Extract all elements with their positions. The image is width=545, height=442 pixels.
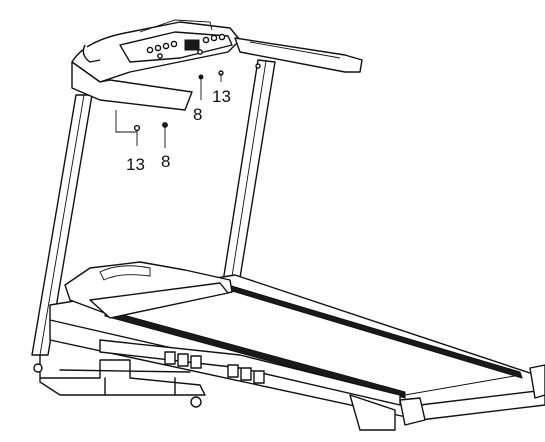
base-frame	[33, 344, 206, 408]
motor-hood	[64, 261, 233, 319]
side-rail-details	[99, 339, 401, 406]
hardware-parts	[115, 63, 261, 148]
left-handlebar	[71, 44, 193, 111]
callout-top-right: 13	[212, 87, 231, 106]
console-buttons	[146, 33, 226, 59]
running-belt	[104, 284, 523, 399]
callout-low-left: 13	[126, 155, 145, 174]
console	[71, 19, 241, 83]
callout-low-right: 8	[161, 152, 170, 171]
rear-end-cap	[349, 364, 545, 431]
right-handlebar	[234, 37, 363, 73]
callout-top-left: 8	[193, 105, 202, 124]
